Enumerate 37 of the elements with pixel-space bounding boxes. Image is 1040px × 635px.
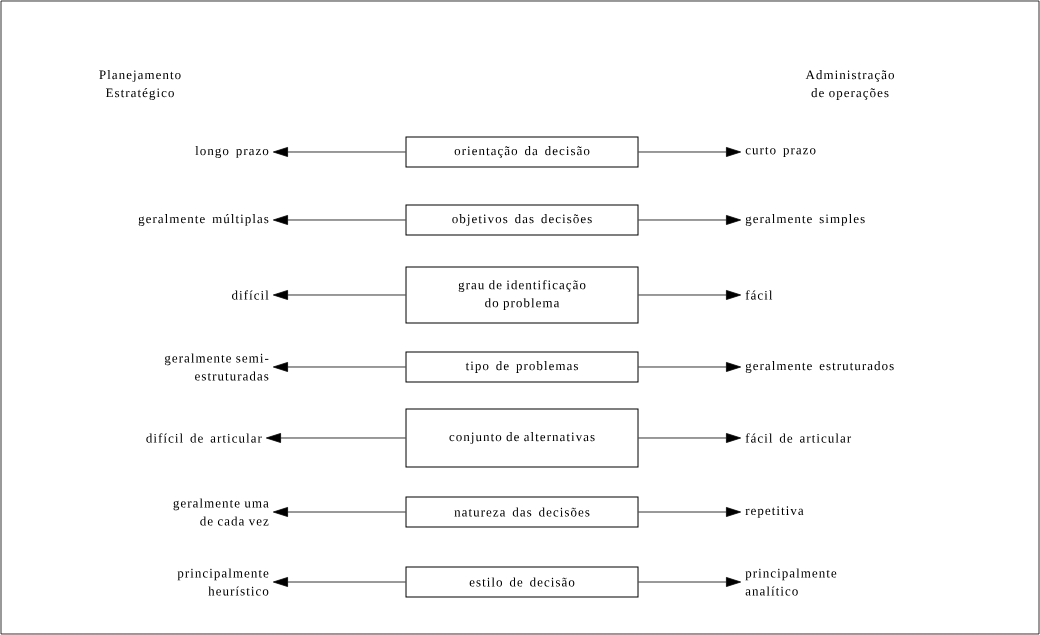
- side-text: difícil: [232, 290, 269, 300]
- arrow: [272, 507, 406, 517]
- arrow: [265, 433, 406, 443]
- arrow: [638, 362, 742, 372]
- side-text: curto prazo: [745, 146, 816, 158]
- arrow: [272, 362, 406, 372]
- side-text: principalmente heurístico: [177, 568, 269, 596]
- column-heading: Planejamento Estratégico: [99, 70, 181, 100]
- column-heading: Administração de operações: [805, 70, 895, 100]
- arrow: [638, 147, 742, 157]
- criterion-box: tipo de problemas: [405, 351, 639, 383]
- arrow: [638, 507, 742, 517]
- arrow: [272, 147, 406, 157]
- arrow: [638, 290, 742, 300]
- side-text: geralmente múltiplas: [138, 214, 269, 226]
- arrow: [272, 290, 406, 300]
- arrow: [638, 577, 742, 587]
- criterion-box: objetivos das decisões: [405, 204, 639, 236]
- criterion-box: grau de identificação do problema: [405, 266, 639, 324]
- side-text: principalmente analítico: [745, 568, 837, 596]
- side-text: longo prazo: [195, 146, 269, 158]
- side-text: repetitiva: [745, 506, 804, 518]
- side-text: geralmente uma de cada vez: [173, 498, 269, 526]
- arrow: [638, 433, 742, 443]
- side-text: fácil: [745, 290, 773, 300]
- criterion-box: natureza das decisões: [405, 496, 639, 528]
- side-text: geralmente simples: [745, 214, 865, 226]
- side-text: geralmente estruturados: [745, 361, 894, 373]
- arrow: [638, 215, 742, 225]
- criterion-box: orientação da decisão: [405, 136, 639, 168]
- criterion-box: conjunto de alternativas: [405, 408, 639, 468]
- arrow: [272, 577, 406, 587]
- side-text: geralmente semi-estruturadas: [164, 353, 269, 381]
- criterion-box: estilo de decisão: [405, 566, 639, 598]
- arrow: [272, 215, 406, 225]
- side-text: difícil de articular: [146, 433, 262, 443]
- side-text: fácil de articular: [745, 433, 852, 443]
